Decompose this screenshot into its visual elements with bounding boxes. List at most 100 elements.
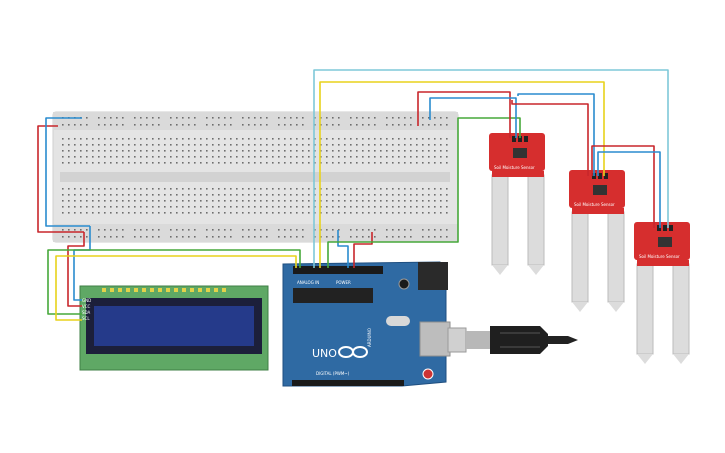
breadboard-hole: [218, 212, 220, 214]
breadboard-hole: [302, 236, 304, 238]
breadboard-hole: [224, 144, 226, 146]
breadboard-hole: [374, 124, 376, 126]
breadboard-hole: [296, 200, 298, 202]
breadboard-hole: [206, 206, 208, 208]
breadboard-hole: [152, 144, 154, 146]
breadboard-hole: [296, 212, 298, 214]
breadboard-hole: [278, 206, 280, 208]
breadboard-hole: [308, 144, 310, 146]
breadboard-hole: [398, 144, 400, 146]
breadboard-hole: [374, 188, 376, 190]
breadboard-hole: [110, 200, 112, 202]
wire-cyan-sensor-signal: [313, 69, 669, 268]
breadboard-hole: [152, 236, 154, 238]
breadboard-hole: [158, 162, 160, 164]
breadboard-hole: [188, 236, 190, 238]
breadboard-hole: [134, 117, 136, 119]
breadboard-hole: [332, 162, 334, 164]
breadboard-hole: [230, 138, 232, 140]
breadboard-hole: [206, 162, 208, 164]
breadboard-hole: [140, 150, 142, 152]
breadboard-hole: [170, 162, 172, 164]
breadboard-hole: [158, 188, 160, 190]
breadboard-hole: [338, 200, 340, 202]
breadboard-hole: [188, 144, 190, 146]
breadboard-hole: [398, 150, 400, 152]
breadboard-hole: [392, 156, 394, 158]
breadboard-hole: [266, 117, 268, 119]
breadboard-hole: [122, 206, 124, 208]
breadboard-hole: [188, 194, 190, 196]
breadboard-hole: [338, 206, 340, 208]
breadboard-hole: [194, 229, 196, 231]
breadboard-hole: [62, 200, 64, 202]
breadboard-hole: [134, 200, 136, 202]
breadboard-hole: [278, 212, 280, 214]
breadboard-hole: [74, 162, 76, 164]
breadboard-hole: [122, 117, 124, 119]
breadboard-hole: [116, 212, 118, 214]
breadboard-hole: [368, 212, 370, 214]
breadboard-hole: [410, 236, 412, 238]
breadboard-hole: [260, 150, 262, 152]
breadboard-hole: [392, 144, 394, 146]
breadboard-hole: [278, 144, 280, 146]
breadboard-hole: [398, 212, 400, 214]
breadboard-hole: [176, 144, 178, 146]
breadboard-hole: [158, 150, 160, 152]
breadboard-hole: [350, 144, 352, 146]
breadboard-hole: [266, 206, 268, 208]
breadboard-hole: [362, 144, 364, 146]
breadboard-hole: [104, 194, 106, 196]
breadboard-hole: [434, 212, 436, 214]
wire-blue-sensor-3-gnd: [597, 151, 661, 228]
breadboard-hole: [410, 229, 412, 231]
breadboard-hole: [116, 229, 118, 231]
breadboard-hole: [380, 200, 382, 202]
breadboard-hole: [212, 156, 214, 158]
breadboard-hole: [380, 162, 382, 164]
breadboard-hole: [332, 194, 334, 196]
breadboard-hole: [146, 206, 148, 208]
breadboard-hole: [422, 194, 424, 196]
breadboard-hole: [218, 194, 220, 196]
lcd-header-pin: [142, 288, 146, 292]
breadboard-hole: [218, 124, 220, 126]
breadboard-hole: [332, 236, 334, 238]
breadboard-hole: [104, 156, 106, 158]
breadboard-hole: [398, 117, 400, 119]
breadboard-hole: [116, 124, 118, 126]
breadboard-hole: [398, 138, 400, 140]
breadboard-hole: [440, 156, 442, 158]
breadboard-hole: [296, 144, 298, 146]
breadboard-hole: [128, 138, 130, 140]
breadboard-hole: [62, 138, 64, 140]
breadboard-hole: [296, 124, 298, 126]
wire-yellow-sensor-signal: [319, 81, 605, 268]
breadboard-hole: [110, 236, 112, 238]
breadboard-hole: [446, 206, 448, 208]
breadboard-hole: [428, 162, 430, 164]
breadboard-hole: [242, 150, 244, 152]
breadboard-hole: [134, 138, 136, 140]
soil-sensor-1: Soil Moisture Sensor: [489, 133, 545, 275]
breadboard-hole: [80, 124, 82, 126]
breadboard-hole: [140, 200, 142, 202]
breadboard-hole: [284, 138, 286, 140]
breadboard-hole: [62, 124, 64, 126]
breadboard-hole: [422, 162, 424, 164]
breadboard-hole: [206, 117, 208, 119]
breadboard-hole: [122, 138, 124, 140]
breadboard-hole: [416, 212, 418, 214]
lcd-header-pin: [222, 288, 226, 292]
breadboard-hole: [194, 156, 196, 158]
breadboard-hole: [332, 138, 334, 140]
breadboard-hole: [344, 144, 346, 146]
breadboard-hole: [128, 200, 130, 202]
breadboard-hole: [416, 162, 418, 164]
breadboard-hole: [158, 236, 160, 238]
breadboard-hole: [164, 200, 166, 202]
breadboard-hole: [344, 188, 346, 190]
breadboard-hole: [296, 236, 298, 238]
breadboard-hole: [122, 229, 124, 231]
